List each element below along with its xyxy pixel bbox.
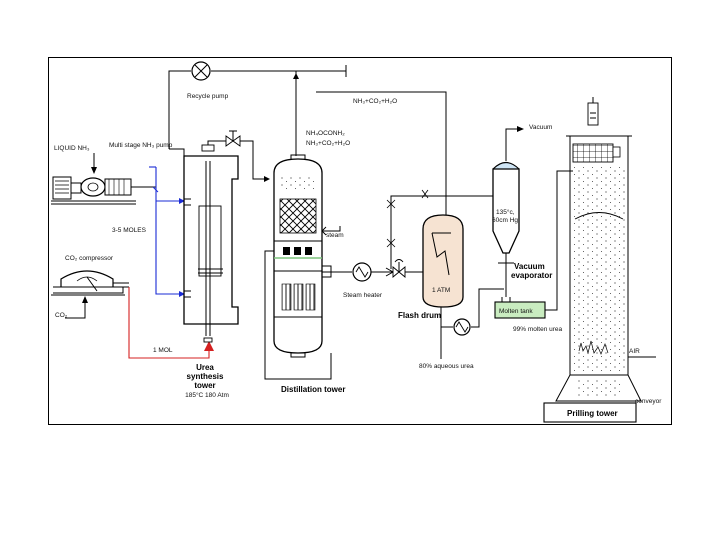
air-label: AIR bbox=[629, 348, 640, 355]
conveyor-label: conveyor bbox=[635, 398, 662, 405]
top-stream-pipe bbox=[316, 91, 447, 221]
flash-bottom-pipe bbox=[440, 288, 504, 359]
co2-compressor-icon bbox=[51, 270, 129, 296]
urea-tower-label-3: tower bbox=[194, 381, 215, 390]
aqueous-urea-label: 80% aqueous urea bbox=[419, 363, 474, 370]
co2-feed-arrow bbox=[65, 296, 88, 319]
molten-urea-label: 99% molten urea bbox=[513, 326, 563, 333]
molten-tank-label: Molten tank bbox=[499, 308, 533, 315]
vacuum-evaporator-label-1: Vacuum bbox=[514, 262, 545, 271]
distillation-vapor-label-1: NH₄OCONH₂ bbox=[306, 130, 345, 137]
top-recycle-branch bbox=[169, 148, 185, 161]
steam-heater-icon bbox=[352, 262, 372, 282]
evaporator-pressure-label: 60cm Hg bbox=[492, 217, 518, 224]
urea-tower-label-2: synthesis bbox=[187, 372, 224, 381]
flash-pump-icon bbox=[453, 318, 471, 336]
urea-synthesis-tower bbox=[183, 144, 239, 343]
co2-feed-line bbox=[128, 287, 214, 359]
distillation-tower-label: Distillation tower bbox=[281, 385, 345, 394]
flash-drum-label: Flash drum bbox=[398, 311, 441, 320]
urea-tower-conditions: 185°C 180 Atm bbox=[185, 391, 229, 399]
control-valve-icon bbox=[225, 130, 241, 147]
urea-tower-label-1: Urea bbox=[196, 363, 214, 372]
liquid-nh3-label: LIQUID NH₃ bbox=[54, 145, 90, 152]
process-flow-diagram: Recycle pump NH₃+CO₂+H₂O LIQUID NH₃ Mult… bbox=[48, 57, 672, 425]
top-stream-label: NH₃+CO₂+H₂O bbox=[353, 98, 397, 105]
distillation-bottom-return bbox=[264, 250, 332, 380]
recycle-loop-pipe bbox=[168, 65, 347, 156]
expansion-valve-icon bbox=[392, 259, 406, 278]
moles-nh3-label: 3-5 MOLES bbox=[112, 227, 147, 234]
vacuum-evaporator-label-2: evaporator bbox=[511, 271, 552, 280]
vacuum-label: Vacuum bbox=[529, 124, 552, 131]
steam-inlet bbox=[321, 226, 341, 236]
prilling-tower bbox=[543, 97, 656, 423]
evaporator-temp-label: 135°c, bbox=[496, 208, 515, 216]
co2-compressor-label: CO₂ compressor bbox=[65, 255, 114, 262]
prilling-tower-label: Prilling tower bbox=[567, 409, 618, 418]
multistage-pump-icon bbox=[51, 176, 156, 205]
ammonia-feed-line bbox=[149, 166, 185, 297]
flash-vapor-pipe bbox=[386, 189, 493, 269]
distillation-tower bbox=[273, 154, 332, 358]
steam-heater-label: Steam heater bbox=[343, 292, 383, 299]
recycle-pump-label: Recycle pump bbox=[187, 93, 229, 100]
vacuum-evaporator bbox=[492, 161, 520, 297]
vacuum-pipe bbox=[505, 126, 524, 161]
distillation-vapor-label-2: NH₃+CO₂+H₂O bbox=[306, 140, 350, 147]
urea-process-svg: Recycle pump NH₃+CO₂+H₂O LIQUID NH₃ Mult… bbox=[51, 61, 662, 423]
urea-to-distillation-pipe bbox=[207, 140, 270, 182]
recycle-pump-icon bbox=[191, 61, 211, 81]
multistage-pump-label: Multi stage NH₃ pump bbox=[109, 142, 173, 149]
molten-tank bbox=[494, 170, 573, 319]
steam-label: steam bbox=[326, 232, 344, 239]
co2-feed-label: CO₂ bbox=[55, 312, 68, 319]
flash-pressure-label: 1 ATM bbox=[432, 287, 450, 294]
nh3-feed-arrow bbox=[91, 153, 97, 174]
flash-drum bbox=[422, 214, 464, 317]
mole-co2-label: 1 MOL bbox=[153, 347, 173, 354]
